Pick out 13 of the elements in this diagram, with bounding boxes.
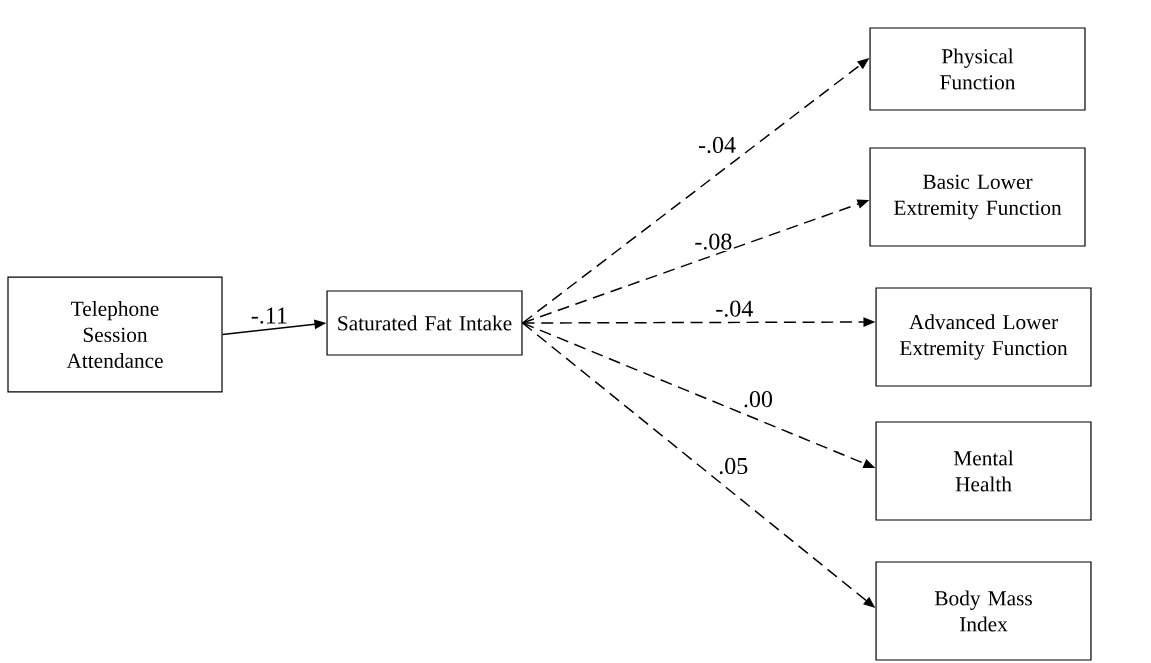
variable-box: Mental Health: [875, 421, 1092, 521]
variable-box: Saturated Fat Intake: [326, 290, 523, 356]
path-coefficient: -.04: [698, 136, 736, 154]
variable-box: Physical Function: [869, 27, 1086, 111]
path-coefficient: .00: [744, 391, 773, 408]
path-coefficient: .05: [719, 457, 748, 475]
variable-box: Body Mass Index: [875, 561, 1092, 661]
path-coefficient: -.08: [695, 233, 732, 250]
variable-box: Telephone Session Attendance: [7, 276, 223, 393]
path-coefficient: -.04: [716, 300, 753, 317]
path-coefficient: -.11: [251, 307, 287, 324]
variable-box: Advanced Lower Extremity Function: [875, 287, 1092, 387]
variable-box: Basic Lower Extremity Function: [869, 147, 1086, 247]
